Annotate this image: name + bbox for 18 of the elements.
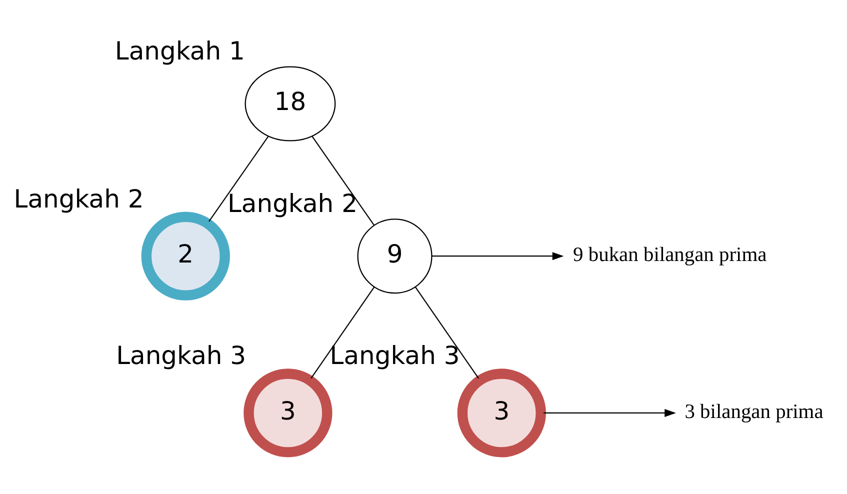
- arrow: [432, 252, 564, 260]
- node-text: 3 bilangan prima: [684, 400, 824, 423]
- connector: [310, 286, 375, 379]
- node-label: Langkah 1: [114, 36, 245, 66]
- node-circle: 2: [141, 212, 230, 300]
- connector: [312, 136, 374, 226]
- node-circle: 3: [244, 368, 332, 458]
- connector: [208, 136, 269, 222]
- connector: [414, 286, 479, 379]
- node-label: Langkah 3: [330, 341, 460, 370]
- node-label: Langkah 2: [14, 184, 144, 214]
- node-label: Langkah 2: [227, 188, 358, 218]
- node-text: 9 bukan bilangan prima: [573, 244, 767, 266]
- node-label: Langkah 3: [116, 341, 246, 370]
- node-ellipse: 18: [244, 66, 336, 142]
- node-circle: 3: [457, 368, 546, 458]
- node-circle: 9: [357, 218, 432, 294]
- arrow: [544, 408, 676, 417]
